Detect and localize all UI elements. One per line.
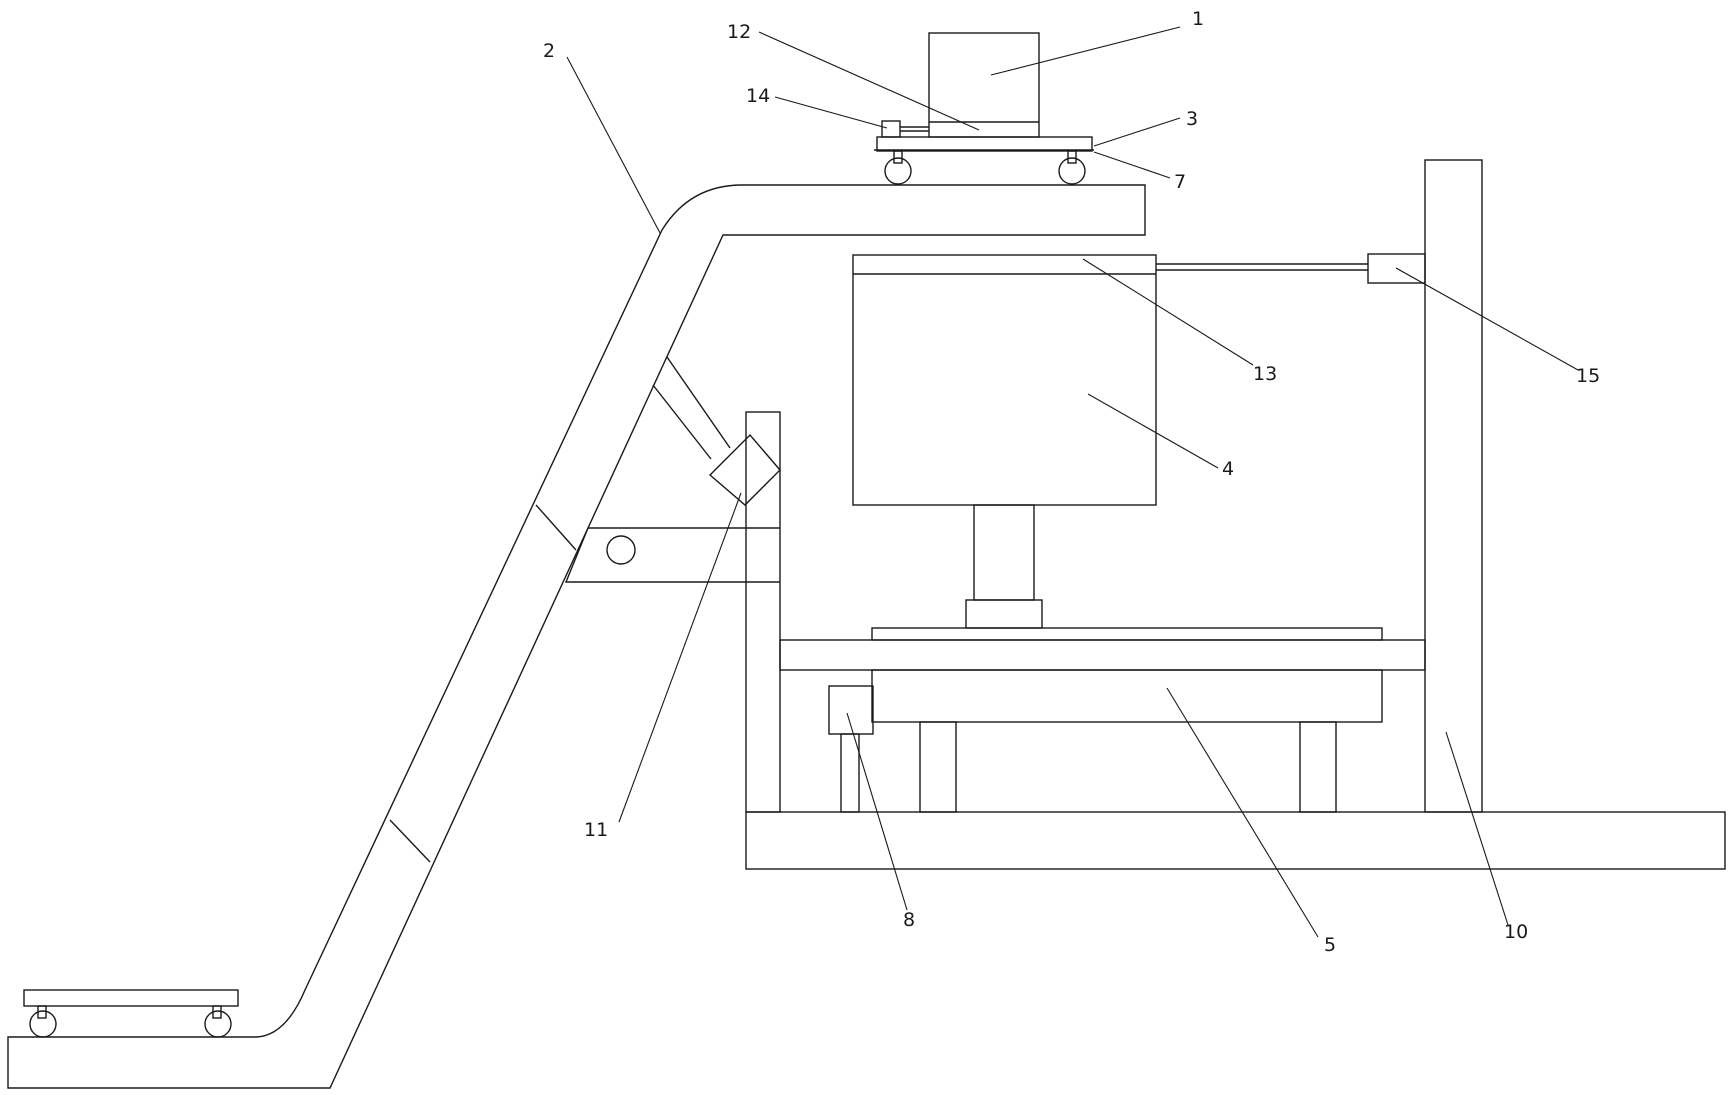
inclined-conveyor-rail [7,184,1146,1089]
label-14: 14 [746,85,770,107]
label-5: 5 [1324,934,1336,956]
label-8: 8 [903,909,915,931]
label-7: 7 [1174,171,1186,193]
part-labels: 1 2 3 4 5 7 8 10 11 12 13 14 15 [543,8,1600,956]
label-11: 11 [584,819,608,841]
leader-lines [566,26,1579,938]
upper-trolley [874,32,1094,185]
label-15: 15 [1576,365,1600,387]
vertical-column [1424,159,1483,813]
label-1: 1 [1192,8,1204,30]
box-body [852,254,1157,629]
lower-trolley [23,989,239,1038]
label-2: 2 [543,40,555,62]
work-table [779,627,1426,813]
label-12: 12 [727,21,751,43]
label-4: 4 [1222,458,1234,480]
support-frame [564,356,781,813]
label-10: 10 [1504,921,1528,943]
label-13: 13 [1253,363,1277,385]
label-3: 3 [1186,108,1198,130]
motor [828,685,874,813]
base-plate [745,811,1726,870]
push-cylinder [1156,253,1426,284]
sensor-block [708,433,781,506]
